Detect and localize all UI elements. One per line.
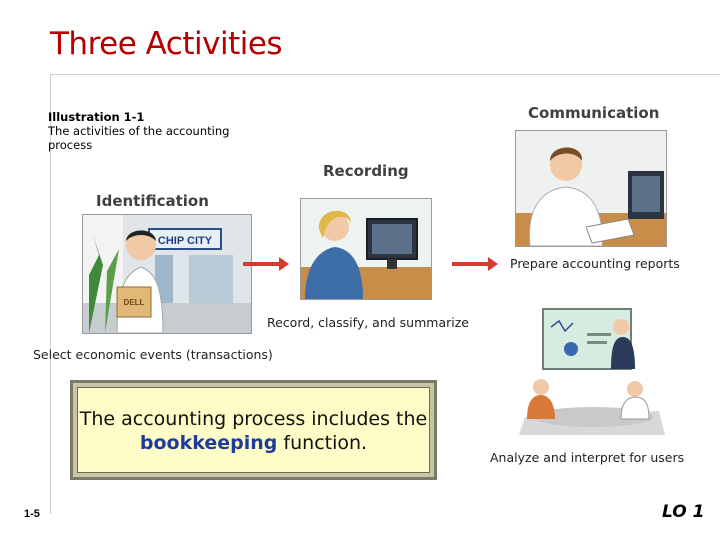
note-text-end: function. [277, 432, 367, 454]
illustration-number: Illustration 1-1 [48, 110, 248, 124]
recording-picture [300, 198, 432, 300]
analyze-picture [515, 307, 665, 435]
communication-heading: Communication [528, 104, 659, 122]
identification-picture: CHIP CITY DELL [82, 214, 252, 334]
prepare-caption: Prepare accounting reports [510, 256, 680, 271]
accountant-illustration [516, 131, 666, 246]
illustration-caption: The activities of the accounting process [48, 124, 248, 152]
shopper-illustration: CHIP CITY DELL [83, 215, 251, 333]
recording-caption: Record, classify, and summarize [267, 315, 469, 330]
note-keyword: bookkeeping [140, 432, 277, 454]
slide-title: Three Activities [50, 26, 282, 62]
arrow-right-icon [452, 262, 489, 266]
box-label-text: DELL [124, 298, 145, 307]
slide-number: 1-5 [24, 508, 40, 520]
illustration-label: Illustration 1-1 The activities of the a… [48, 110, 248, 152]
note-text-start: The accounting process includes the [80, 408, 428, 430]
recording-heading: Recording [323, 162, 409, 180]
identification-caption: Select economic events (transactions) [33, 347, 273, 362]
clerk-illustration [301, 199, 431, 299]
analyze-caption: Analyze and interpret for users [490, 450, 684, 465]
arrow-right-icon [243, 262, 280, 266]
meeting-illustration [515, 307, 665, 435]
identification-heading: Identification [96, 192, 209, 210]
store-sign-text: CHIP CITY [158, 235, 213, 247]
bookkeeping-note: The accounting process includes the book… [70, 380, 437, 480]
communication-picture [515, 130, 667, 247]
note-text: The accounting process includes the book… [73, 407, 434, 455]
title-divider [50, 74, 720, 75]
learning-objective: LO 1 [662, 502, 704, 522]
